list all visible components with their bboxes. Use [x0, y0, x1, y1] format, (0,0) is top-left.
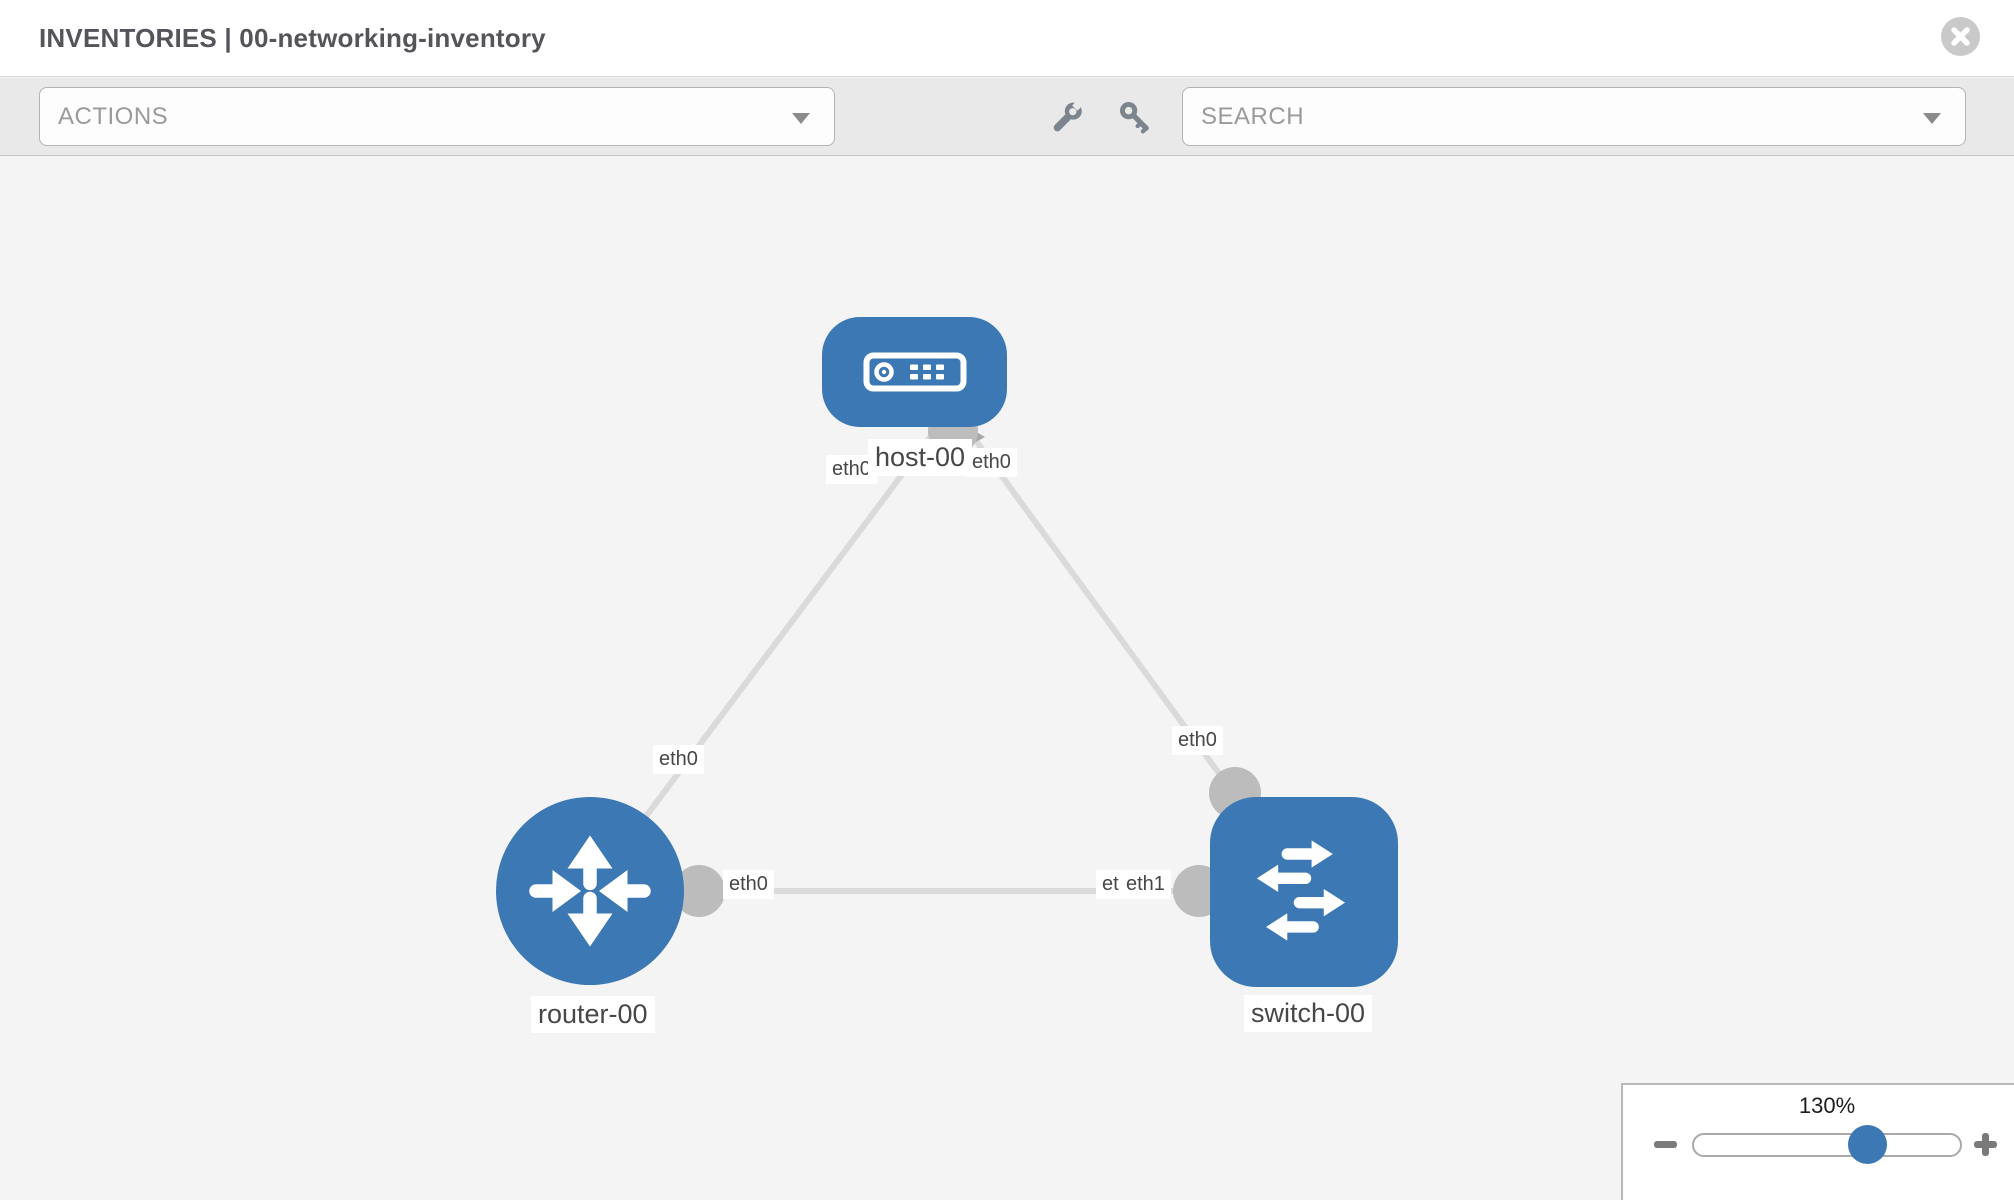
window-header: INVENTORIES | 00-networking-inventory — [0, 0, 2014, 77]
interface-label-switch-host-edge: eth0 — [1172, 726, 1223, 755]
node-switch-00[interactable] — [1210, 797, 1398, 987]
close-icon — [1951, 27, 1970, 46]
actions-dropdown-label: ACTIONS — [58, 103, 169, 130]
toolbar: ACTIONS SEARCH — [0, 78, 2014, 156]
zoom-in-icon[interactable] — [1974, 1133, 1997, 1156]
actions-dropdown[interactable]: ACTIONS — [39, 87, 835, 146]
edge-host-router — [587, 406, 955, 893]
router-icon — [529, 835, 651, 947]
page-title: INVENTORIES | 00-networking-inventory — [39, 23, 546, 53]
zoom-out-icon[interactable] — [1654, 1141, 1677, 1148]
search-dropdown-label: SEARCH — [1201, 103, 1305, 130]
interface-label-host-right: eth0 — [966, 448, 1017, 477]
interface-label-router-host-edge: eth0 — [653, 745, 704, 774]
node-label-router: router-00 — [531, 996, 655, 1033]
node-label-host: host-00 — [868, 439, 973, 476]
zoom-slider-thumb[interactable] — [1848, 1125, 1887, 1164]
wrench-icon[interactable] — [1051, 100, 1085, 134]
node-router-00[interactable] — [496, 797, 684, 985]
zoom-level-value: 130% — [1798, 1093, 1856, 1118]
search-dropdown[interactable]: SEARCH — [1182, 87, 1966, 146]
router-interface-connector[interactable] — [673, 865, 725, 917]
node-host-00[interactable] — [822, 317, 1007, 427]
close-button[interactable] — [1941, 17, 1980, 56]
zoom-slider[interactable] — [1692, 1125, 1962, 1164]
interface-label-switch-port-front: eth1 — [1120, 870, 1171, 899]
chevron-down-icon — [1923, 113, 1941, 124]
zoom-panel: 130% — [1621, 1083, 2014, 1200]
node-label-switch: switch-00 — [1244, 995, 1373, 1032]
chevron-down-icon — [792, 113, 810, 124]
interface-label-router-port: eth0 — [723, 870, 774, 899]
host-icon — [863, 352, 966, 392]
key-icon[interactable] — [1118, 100, 1152, 134]
switch-icon — [1256, 840, 1346, 941]
